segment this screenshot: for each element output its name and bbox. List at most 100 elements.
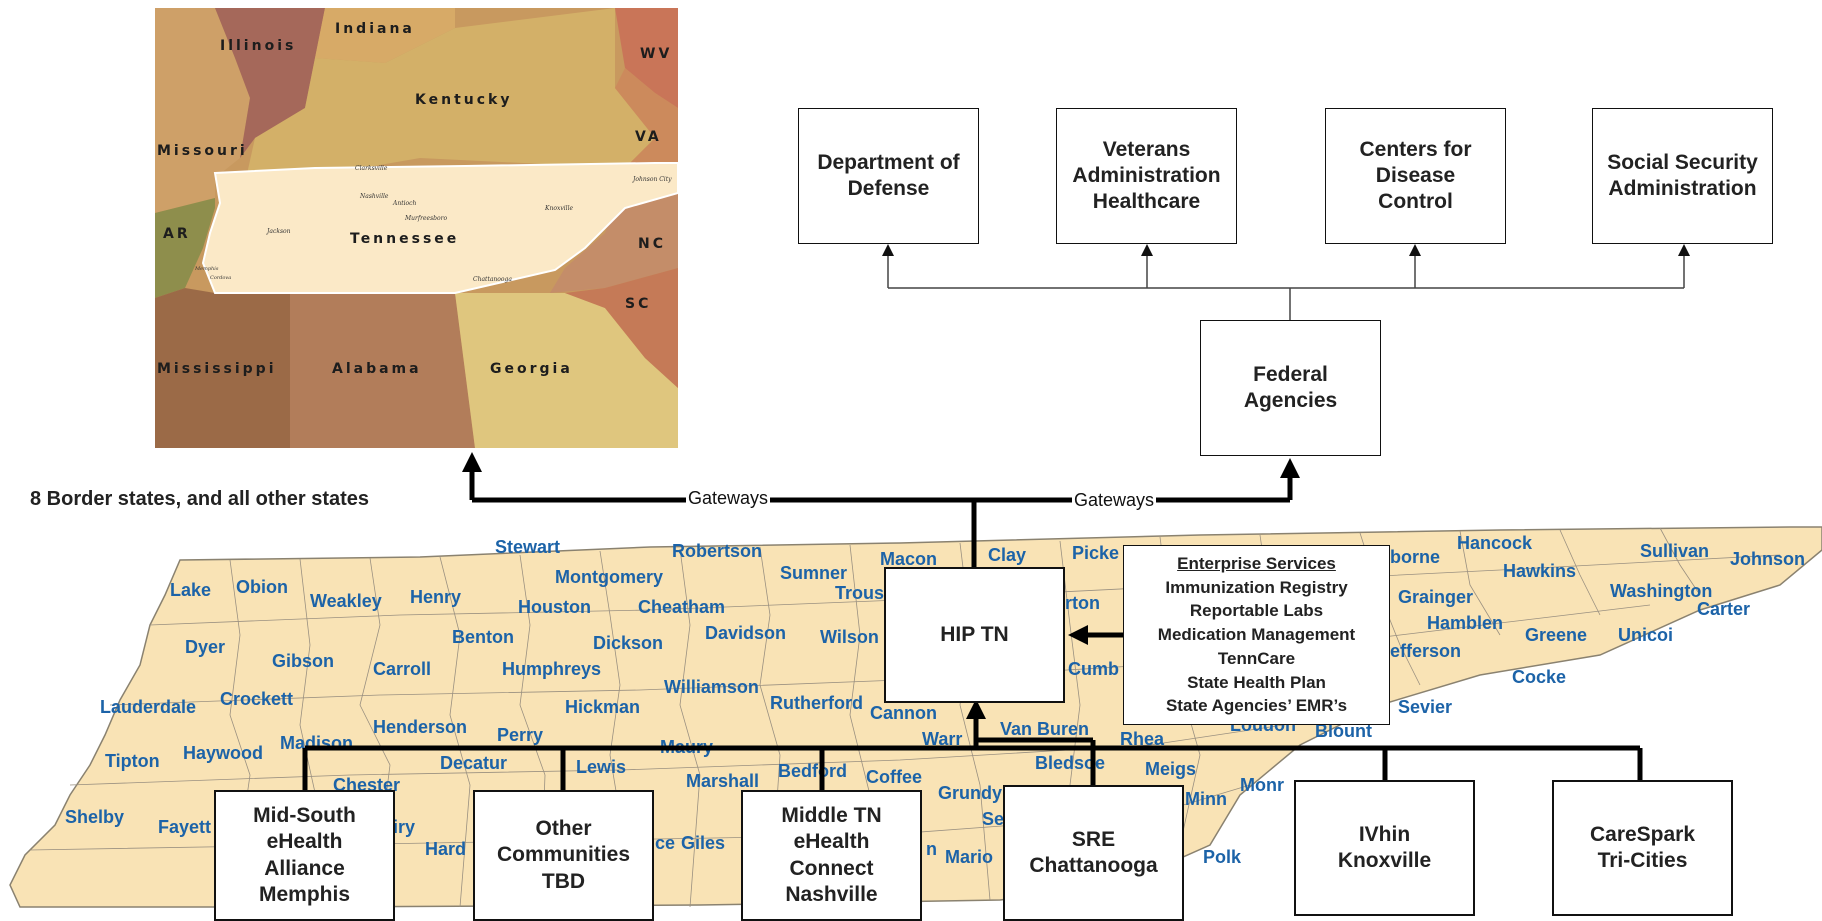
county-label: Obion [236,577,288,597]
county-label: efferson [1390,641,1462,661]
county-label: Grundy [938,783,1003,803]
county-label: Lewis [576,757,627,777]
gateway-label-left: Gateways [686,488,771,509]
county-label: Van Buren [1000,719,1090,739]
rhio-line: Chattanooga [1029,854,1158,877]
county-label: Trous [835,583,885,603]
rhio-box-tri-cities: CareSpark Tri-Cities [1552,780,1733,916]
rhio-line: Connect [789,856,874,880]
federal-agency-box: Social Security Administration [1592,108,1773,244]
federal-tree [887,254,1685,320]
county-label: Marshall [686,771,760,791]
county-label: Tipton [105,751,160,771]
county-label: Hard [425,839,467,859]
rhio-arrowhead [966,699,986,719]
county-label: Warr [922,729,963,749]
rhio-line: Mid-South [253,804,356,827]
label-illinois: Illinois [220,38,296,54]
enterprise-services-title: Enterprise Services [1177,553,1336,573]
state-kentucky [245,8,655,183]
border-states-caption: 8 Border states, and all other states [30,488,370,510]
county-label: Carter [1697,599,1751,619]
city-label: Nashville [359,193,389,200]
county-label: Bedford [778,761,847,781]
county-label: Gibson [272,651,334,671]
county-label: Giles [681,833,726,853]
county-label: Coffee [866,767,923,787]
county-label: Minn [1185,789,1227,809]
county-label: Shelby [65,807,125,827]
state-georgia [455,293,678,448]
county-label: Greene [1525,625,1588,645]
state-va [615,68,678,168]
state-illinois [215,8,325,158]
state-indiana [315,8,455,63]
state-alabama [290,293,475,448]
city-label: Cordova [210,275,231,281]
rhio-box-chattanooga: SRE Chattanooga [1003,785,1184,921]
state-sc [565,268,678,388]
county-label: Monr [1240,775,1284,795]
state-ar [155,198,215,298]
county-label: Dyer [185,637,226,657]
label-alabama: Alabama [332,361,422,377]
county-label: Cheatham [638,597,726,617]
label-va: VA [635,129,662,145]
rhio-line: Other [535,817,592,841]
enterprise-service-item: TennCare [1217,648,1296,668]
rhio-line: IVhin [1358,822,1411,846]
rhio-line: Nashville [785,882,878,906]
county-label: Unicoi [1618,625,1674,645]
state-missouri [155,8,250,213]
county-label: Picke [1072,543,1120,563]
rhio-box-nashville: Middle TN eHealth Connect Nashville [741,790,922,921]
county-label: Washington [1610,581,1713,601]
city-label: Clarksville [355,165,388,172]
label-missouri: Missouri [157,143,248,159]
county-label: Hancock [1457,533,1533,553]
label-sc: SC [625,296,651,312]
county-label: Lauderdale [100,697,197,717]
rhio-line: Communities [496,843,630,867]
county-label: Henry [410,587,462,607]
county-label: ce [655,833,676,853]
county-label: Cumb [1068,659,1119,679]
county-label: Decatur [440,753,508,773]
label-ar: AR [163,226,191,242]
state-tennessee [201,162,678,294]
county-label: Haywood [183,743,264,763]
enterprise-services-box: Enterprise Services Immunization Registr… [1123,545,1390,725]
county-label: Johnson [1730,549,1805,569]
county-label: Fayett [158,817,212,837]
county-label: Montgomery [555,567,663,587]
county-label: Rhea [1120,729,1165,749]
county-label: Blount [1315,721,1372,741]
regional-map: Illinois Indiana Kentucky WV VA Missouri… [155,8,678,448]
gateway-arrowheads [462,452,1300,478]
rhio-line: Knoxville [1337,849,1432,872]
label-indiana: Indiana [335,21,415,37]
rhio-line: Alliance [264,856,345,880]
county-label: Williamson [664,677,759,697]
rhio-line: CareSpark [1589,822,1696,846]
rhio-line: Memphis [258,882,350,906]
county-label: Grainger [1398,587,1474,607]
city-label: Murfreesboro [404,215,447,222]
state-wv [615,8,678,108]
county-label: Weakley [310,591,382,611]
enterprise-service-item: Reportable Labs [1189,601,1324,621]
federal-agency-name: Department of Defense [817,150,960,200]
county-label: Crockett [220,689,294,709]
federal-agency-box: Department of Defense [798,108,979,244]
hip-tn-label: HIP TN [940,622,1009,646]
label-georgia: Georgia [490,361,573,377]
rhio-line: Middle TN [781,804,882,827]
county-label: Sevier [1398,697,1453,717]
label-kentucky: Kentucky [415,92,512,108]
county-label: Robertson [672,541,762,561]
county-label: Meigs [1145,759,1197,779]
county-label: Mario [945,847,994,867]
enterprise-service-item: Immunization Registry [1165,577,1348,597]
county-label: Wilson [820,627,879,647]
